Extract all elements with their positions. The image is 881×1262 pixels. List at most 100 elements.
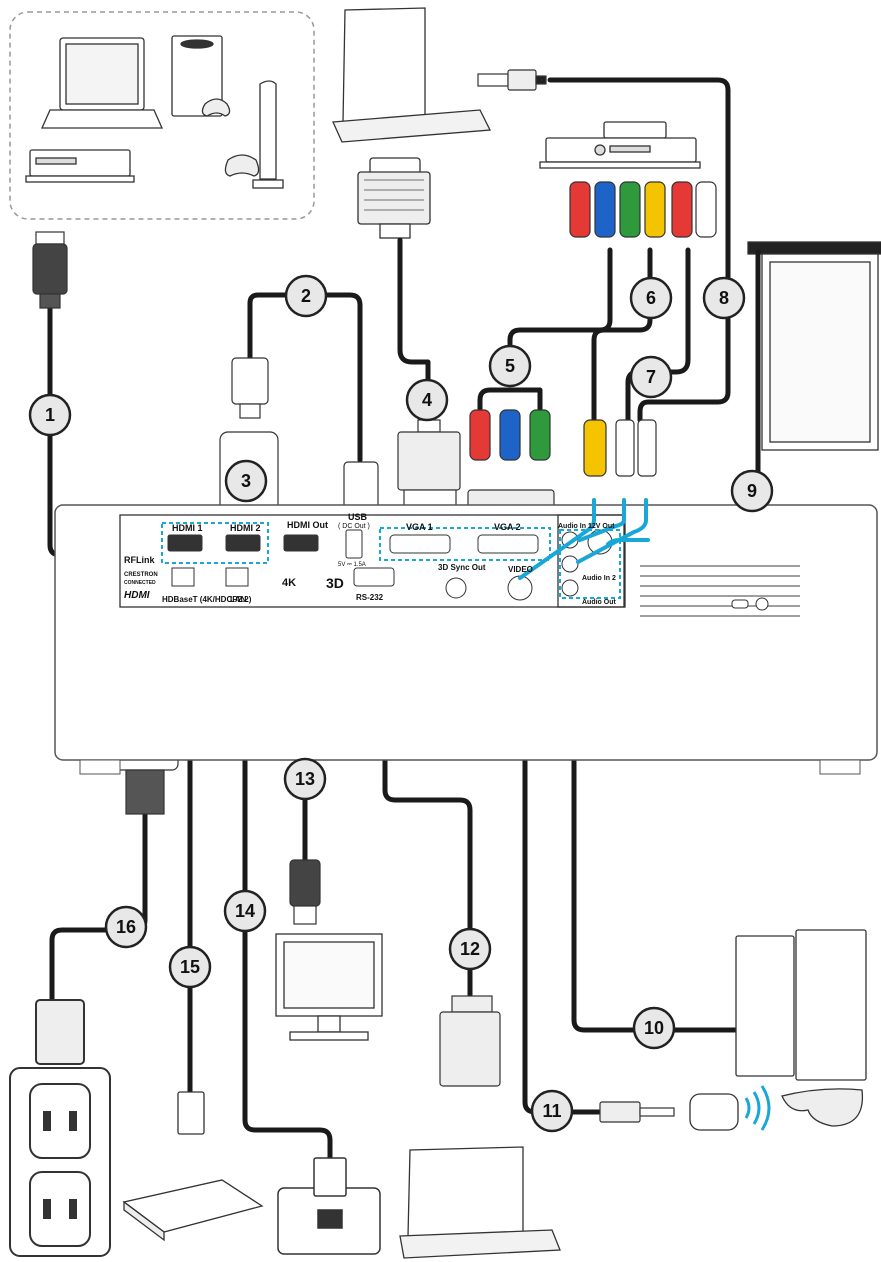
3d-sync-label: 3D Sync Out: [438, 563, 486, 572]
callout-15: 15: [168, 945, 212, 989]
usb-sub-label: ( DC Out ): [338, 523, 370, 530]
callout-number: 6: [646, 288, 656, 308]
callout-number: 2: [301, 286, 311, 306]
audio-in2-label: Audio In 2: [582, 575, 616, 582]
callout-2: 2: [284, 274, 328, 318]
video-label: VIDEO: [508, 565, 533, 574]
callout-13: 13: [283, 757, 327, 801]
callout-5: 5: [488, 344, 532, 388]
callout-circle: [629, 276, 673, 320]
hdmi-logo-label: HDMI: [124, 590, 150, 601]
speakers-icon: [735, 929, 867, 1081]
rflink-label: RFLink: [124, 555, 155, 565]
callout-14: 14: [223, 889, 267, 933]
hdmi-out-label: HDMI Out: [287, 520, 328, 530]
projector-body: [54, 504, 878, 775]
game-console-icon: [224, 80, 284, 189]
wall-outlet-icon: [9, 999, 111, 1257]
callout-circle: [530, 1089, 574, 1133]
usb-label: USB: [348, 512, 368, 522]
callout-number: 14: [235, 901, 255, 921]
callout-3: 3: [224, 459, 268, 503]
callout-number: 15: [180, 957, 200, 977]
monitor-icon: [275, 933, 383, 1041]
callout-circle: [629, 355, 673, 399]
kensington-lock-icon: [731, 597, 769, 611]
callout-circle: [28, 393, 72, 437]
av-player-icon: [539, 121, 701, 169]
callout-4: 4: [405, 378, 449, 422]
hdmi-out-end-icon: [289, 859, 321, 925]
wireless-signal-icon: [744, 1085, 771, 1131]
3d-glasses-icon: [781, 1088, 864, 1127]
rca-plugs-top-icon: [569, 181, 717, 238]
audio-plugs-icon: [615, 419, 657, 477]
callout-number: 11: [542, 1101, 561, 1121]
blue-arrows: [518, 498, 650, 580]
callout-9: 9: [730, 469, 774, 513]
callout-circle: [488, 344, 532, 388]
vga-cable-top-icon: [357, 157, 431, 239]
port-labels: HDMI 1 HDMI 2 HDMI Out USB ( DC Out ) 5V…: [124, 512, 616, 606]
hdbaset-label: HDBaseT (4K/HDCP2.2): [162, 595, 252, 604]
callout-circle: [405, 378, 449, 422]
hdbaset-transmitter-icon: [122, 1091, 264, 1242]
callout-number: 8: [719, 288, 729, 308]
usb-plug-icon: [231, 357, 269, 419]
dvd-player-icon: [25, 149, 135, 183]
laptop-computer-icon: [332, 7, 492, 143]
callout-circle: [168, 945, 212, 989]
callout-number: 16: [116, 917, 136, 937]
callout-circle: [730, 469, 774, 513]
vga2-label: VGA 2: [494, 522, 521, 532]
callout-circle: [104, 905, 148, 949]
12v-out-label: 12V Out: [588, 523, 615, 530]
lan-label: LAN: [230, 595, 247, 604]
vga1-label: VGA 1: [406, 522, 433, 532]
callout-circle: [448, 927, 492, 971]
serial-connector-icon: [439, 995, 501, 1087]
callout-10: 10: [632, 1006, 676, 1050]
callout-number: 9: [747, 481, 757, 501]
callout-circle: [223, 889, 267, 933]
callout-circle: [224, 459, 268, 503]
crestron-sub-label: CONNECTED: [124, 580, 156, 586]
callout-number: 3: [241, 471, 251, 491]
callout-number: 7: [646, 367, 656, 387]
callout-12: 12: [448, 927, 492, 971]
audio-out-label: Audio Out: [582, 599, 616, 606]
callout-number: 4: [422, 390, 432, 410]
ports: [167, 529, 613, 601]
callout-6: 6: [629, 276, 673, 320]
callout-circle: [632, 1006, 676, 1050]
callout-circle: [702, 276, 746, 320]
laptop-bottom-icon: [399, 1146, 561, 1259]
callout-number: 1: [45, 405, 55, 425]
callout-16: 16: [104, 905, 148, 949]
hdmi1-label: HDMI 1: [172, 523, 203, 533]
callout-number: 10: [644, 1018, 664, 1038]
vga-plug-port-icon: [397, 419, 461, 509]
3d-emitter-icon: [689, 1093, 739, 1131]
audio-in1-label: Audio In 1: [558, 523, 592, 530]
callout-7: 7: [629, 355, 673, 399]
callout-circle: [284, 274, 328, 318]
usb-rating-label: 5V ⎓ 1.5A: [338, 562, 366, 568]
callout-circle: [283, 757, 327, 801]
network-jack-icon: [277, 1157, 381, 1255]
composite-plug-icon: [583, 419, 607, 477]
callout-number: 13: [295, 769, 315, 789]
laptop-icon: [40, 37, 164, 129]
4k-badge: 4K: [282, 577, 296, 589]
rs232-label: RS-232: [356, 593, 384, 602]
callout-11: 11: [530, 1089, 574, 1133]
callout-number: 12: [460, 939, 480, 959]
callout-1: 1: [28, 393, 72, 437]
projection-screen-icon: [747, 241, 881, 451]
callout-number: 5: [505, 356, 515, 376]
sync-plug-end-icon: [599, 1101, 675, 1123]
callout-8: 8: [702, 276, 746, 320]
hdmi2-label: HDMI 2: [230, 523, 261, 533]
